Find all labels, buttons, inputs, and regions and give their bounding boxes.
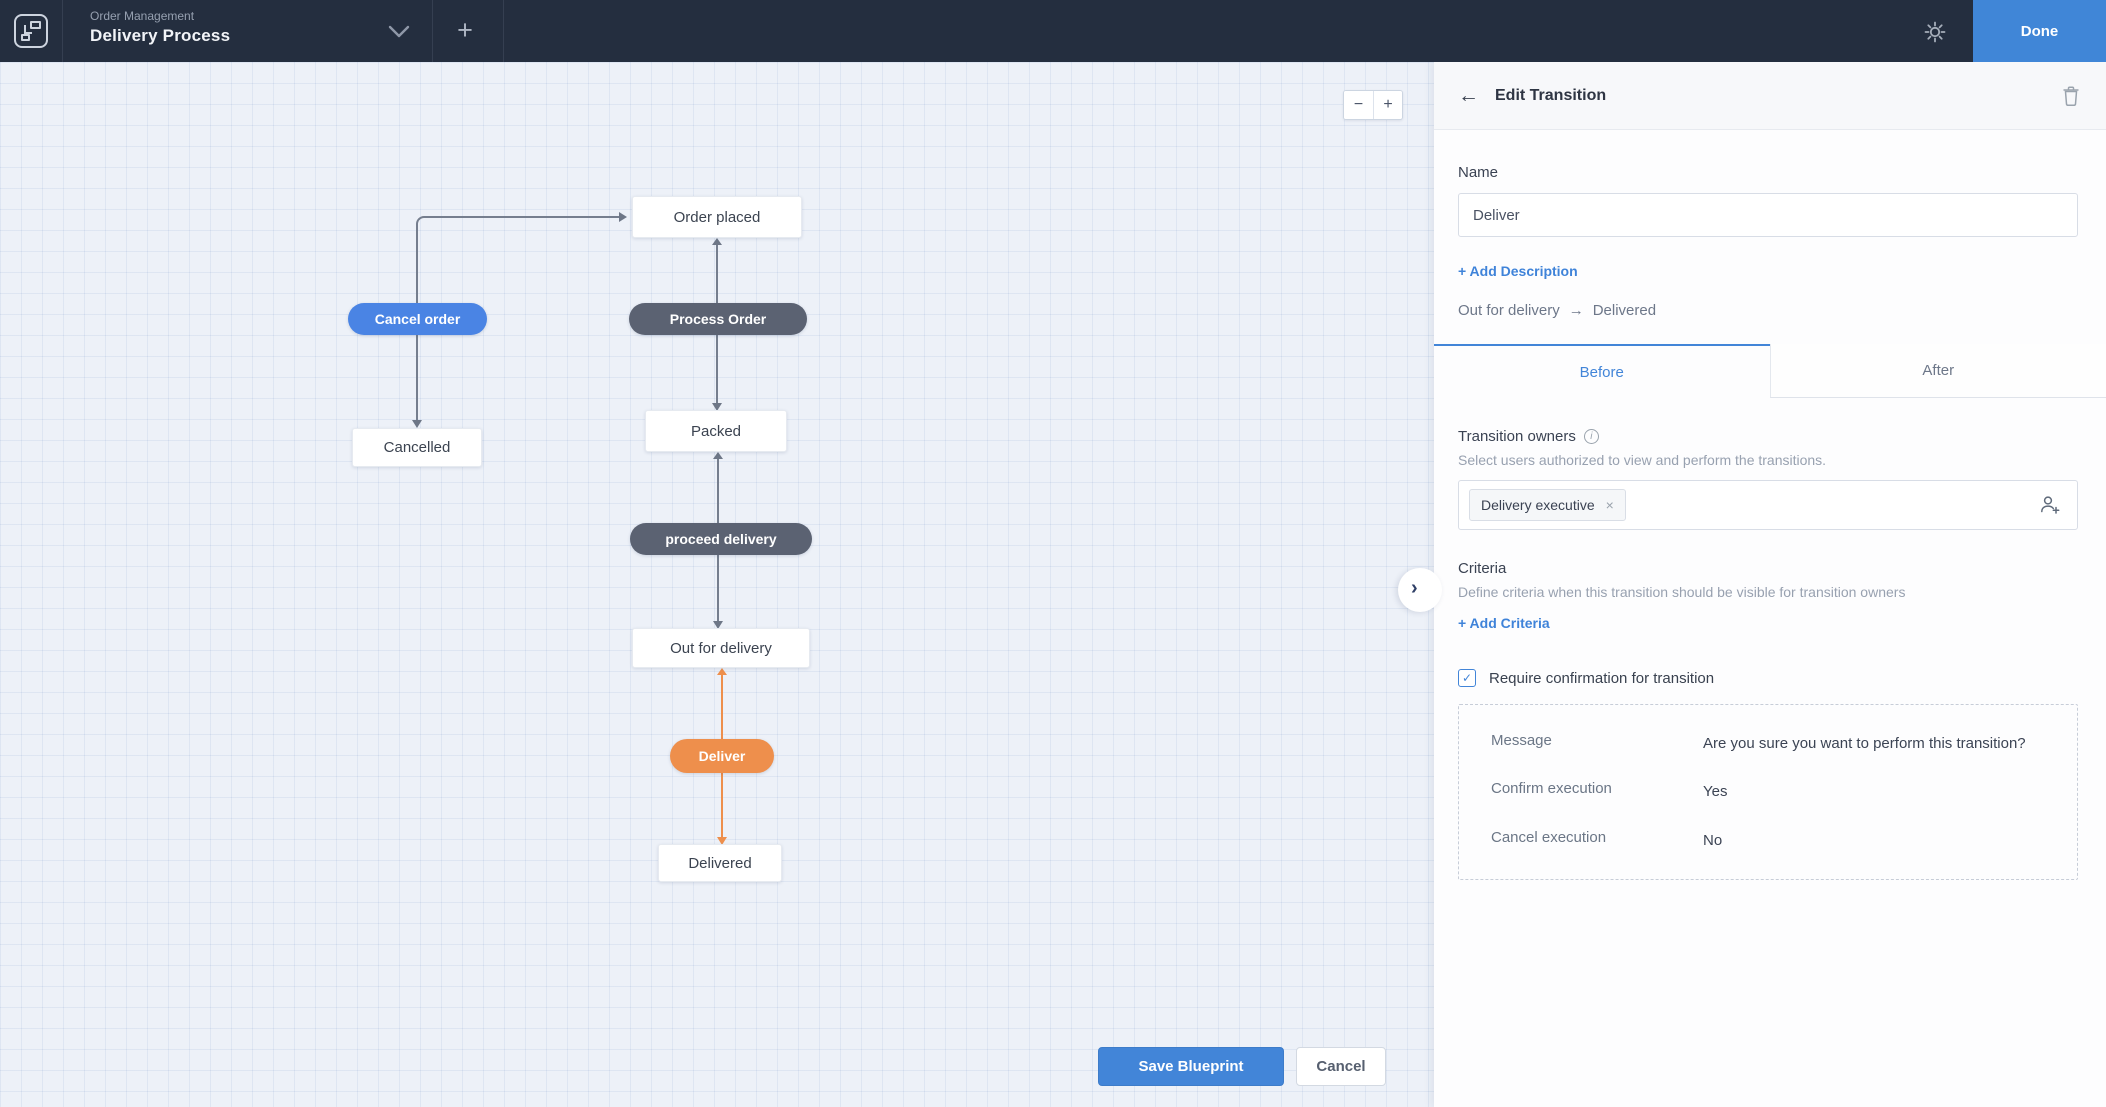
cancel-button[interactable]: Cancel	[1296, 1047, 1386, 1086]
edge-process-order-arrow	[712, 403, 722, 411]
transition-process-order[interactable]: Process Order	[629, 303, 807, 335]
state-cancelled[interactable]: Cancelled	[352, 428, 482, 467]
before-tab-content: Transition owners i Select users authori…	[1434, 428, 2106, 880]
confirmation-checkbox-label: Require confirmation for transition	[1489, 669, 1715, 687]
cancel-execution-value: No	[1703, 831, 1723, 849]
zoom-in-button[interactable]: +	[1373, 91, 1402, 119]
owner-chip-label: Delivery executive	[1481, 497, 1595, 513]
add-criteria-link[interactable]: + Add Criteria	[1458, 615, 1550, 631]
state-delivered[interactable]: Delivered	[658, 844, 782, 882]
tab-after[interactable]: After	[1769, 344, 2106, 398]
require-confirmation-row[interactable]: ✓ Require confirmation for transition	[1458, 669, 2078, 687]
edge-deliver-arrow	[717, 837, 727, 845]
message-label: Message	[1491, 732, 1552, 749]
add-process-button[interactable]: +	[457, 15, 473, 45]
confirm-execution-row: Confirm execution Yes	[1491, 780, 2057, 803]
confirmation-details: Message Are you sure you want to perform…	[1458, 704, 2078, 880]
blueprint-canvas[interactable]: − + Order placed Packed Out for delivery…	[0, 62, 1434, 1107]
transition-path: Out for delivery → Delivered	[1458, 302, 2078, 319]
collapse-chevron-icon: ›	[1411, 577, 1418, 599]
transition-owners-row: Transition owners i	[1458, 428, 2078, 445]
edge-cancel-start	[619, 212, 627, 222]
owner-chip: Delivery executive ×	[1469, 489, 1626, 521]
tab-before[interactable]: Before	[1434, 344, 1770, 398]
cancel-execution-label: Cancel execution	[1491, 828, 1607, 846]
transition-name-input[interactable]	[1458, 193, 2078, 237]
transition-proceed-delivery[interactable]: proceed delivery	[630, 523, 812, 555]
path-to: Delivered	[1592, 302, 1657, 319]
chip-close-icon[interactable]: ×	[1605, 497, 1614, 513]
name-section: Name + Add Description Out for delivery →…	[1434, 164, 2106, 319]
divider	[432, 0, 433, 62]
panel-header: ← Edit Transition	[1434, 62, 2106, 130]
process-title: Delivery Process	[90, 26, 231, 45]
blueprint-logo-icon	[14, 14, 48, 48]
panel-title: Edit Transition	[1495, 86, 1607, 104]
before-after-tabs: Before After	[1434, 344, 2106, 398]
gear-icon[interactable]	[1922, 19, 1948, 45]
zoom-controls: − +	[1343, 90, 1403, 120]
save-blueprint-button[interactable]: Save Blueprint	[1098, 1047, 1284, 1086]
edge-cancel-hline	[429, 216, 619, 218]
edge-deliver-start	[717, 668, 727, 675]
add-description-link[interactable]: + Add Description	[1458, 263, 1578, 279]
trash-icon[interactable]	[2062, 85, 2080, 106]
edge-process-order-start	[712, 238, 722, 245]
done-button[interactable]: Done	[1973, 0, 2106, 62]
zoom-out-button[interactable]: −	[1344, 91, 1373, 119]
state-out-for-delivery[interactable]: Out for delivery	[632, 628, 810, 668]
divider	[62, 0, 63, 62]
edge-proceed-start	[713, 452, 723, 459]
edge-cancel-arrow	[412, 420, 422, 428]
edge-cancel-corner	[416, 216, 430, 230]
edge-proceed-arrow	[713, 621, 723, 629]
panel-collapse-button[interactable]: ›	[1398, 568, 1442, 612]
divider	[503, 0, 504, 62]
owners-input[interactable]: Delivery executive ×	[1458, 480, 2078, 530]
confirm-execution-value: Yes	[1703, 783, 1728, 801]
criteria-description: Define criteria when this transition sho…	[1458, 584, 1906, 600]
process-titles: Order Management Delivery Process	[90, 9, 230, 46]
transition-deliver-selected[interactable]: Deliver	[670, 739, 774, 773]
module-label: Order Management	[90, 9, 195, 23]
back-arrow-icon[interactable]: ←	[1458, 84, 1479, 107]
state-packed[interactable]: Packed	[645, 410, 787, 452]
confirmation-message-row: Message Are you sure you want to perform…	[1491, 732, 2057, 755]
transition-cancel-order[interactable]: Cancel order	[348, 303, 487, 335]
path-from: Out for delivery	[1458, 302, 1560, 319]
criteria-label: Criteria	[1458, 560, 1507, 577]
confirm-execution-label: Confirm execution	[1491, 780, 1612, 798]
name-label: Name	[1458, 164, 1499, 181]
edit-transition-panel: ← Edit Transition Name + Add Description…	[1434, 62, 2106, 1107]
message-value: Are you sure you want to perform this tr…	[1703, 735, 2026, 752]
path-arrow-icon: →	[1568, 302, 1584, 319]
confirmation-checkbox[interactable]: ✓	[1458, 669, 1476, 687]
info-icon[interactable]: i	[1583, 429, 1599, 444]
add-user-icon[interactable]	[2039, 495, 2061, 515]
owners-description: Select users authorized to view and perf…	[1458, 452, 1827, 468]
top-bar: Order Management Delivery Process + Done	[0, 0, 2106, 62]
chevron-down-icon[interactable]	[386, 22, 412, 40]
state-order-placed[interactable]: Order placed	[632, 196, 802, 238]
cancel-execution-row: Cancel execution No	[1491, 829, 2057, 852]
transition-owners-label: Transition owners	[1458, 428, 1576, 445]
